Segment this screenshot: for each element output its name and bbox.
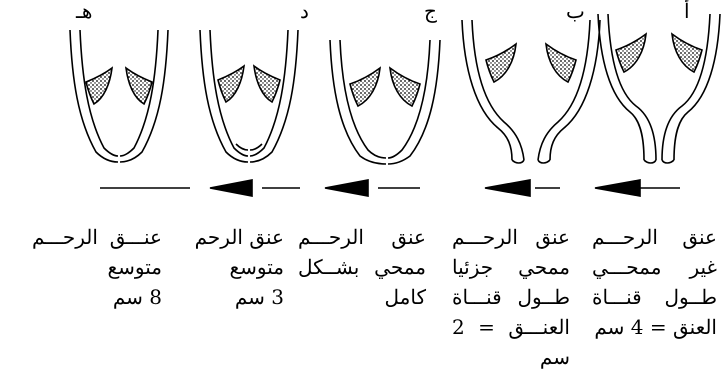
desc-line: سم — [539, 345, 570, 369]
stage-description-jim: عنق الرحـــم ممحي بشــكل كامل — [298, 222, 426, 312]
stage-description-alif: عنق الرحـــم غير ممحـــي طــول قنـــاة ا… — [592, 222, 717, 342]
desc-line: متوسع — [229, 255, 284, 279]
desc-line: عنق الرحـــم — [452, 225, 570, 249]
uterus-drawing-stage-he — [69, 29, 169, 163]
progression-arrows — [0, 176, 721, 200]
arrow-2 — [484, 179, 560, 197]
stage-description-he: عنـــق الرحـــم متوسع 8 سم — [32, 222, 162, 312]
desc-line: طــول قنـــاة — [592, 285, 717, 309]
desc-line: 8 سم — [112, 285, 162, 309]
desc-line: العنق = 4 سم — [594, 315, 717, 339]
desc-line: غير ممحـــي — [592, 255, 717, 279]
uterus-drawing-stage-dal — [199, 29, 299, 163]
cervix-stages-illustration — [0, 0, 721, 170]
desc-line: ممحي بشــكل — [298, 255, 426, 279]
stage-description-ba: عنق الرحـــم ممحي جزئيا طــول قنـــاة ال… — [452, 222, 570, 372]
stage-letter-alif: أ — [684, 0, 690, 23]
desc-line: متوسع — [107, 255, 162, 279]
stage-letter-jim: ج — [424, 0, 437, 23]
desc-line: عنق الرحـــم — [298, 225, 426, 249]
stage-description-dal: عنق الرحم متوسع 3 سم — [172, 222, 284, 312]
desc-line: ممحي جزئيا — [452, 255, 570, 279]
uterus-drawing-stage-alif — [597, 13, 721, 164]
desc-line: العنـــق = 2 — [452, 315, 570, 339]
uterus-drawing-stage-ba — [461, 19, 601, 164]
desc-line: طــول قنـــاة — [452, 285, 570, 309]
desc-line: كامل — [384, 285, 426, 309]
stage-letter-dal: د — [300, 0, 309, 23]
desc-line: 3 سم — [234, 285, 284, 309]
arrow-3 — [324, 179, 420, 197]
desc-line: عنـــق الرحـــم — [32, 225, 162, 249]
uterus-drawing-stage-jim — [329, 39, 441, 165]
stage-letter-he: هـ — [76, 0, 93, 23]
stage-letter-ba: ب — [566, 0, 585, 23]
arrow-4 — [209, 179, 300, 197]
desc-line: عنق الرحـــم — [592, 225, 717, 249]
arrow-1 — [594, 179, 680, 197]
desc-line: عنق الرحم — [194, 225, 284, 249]
